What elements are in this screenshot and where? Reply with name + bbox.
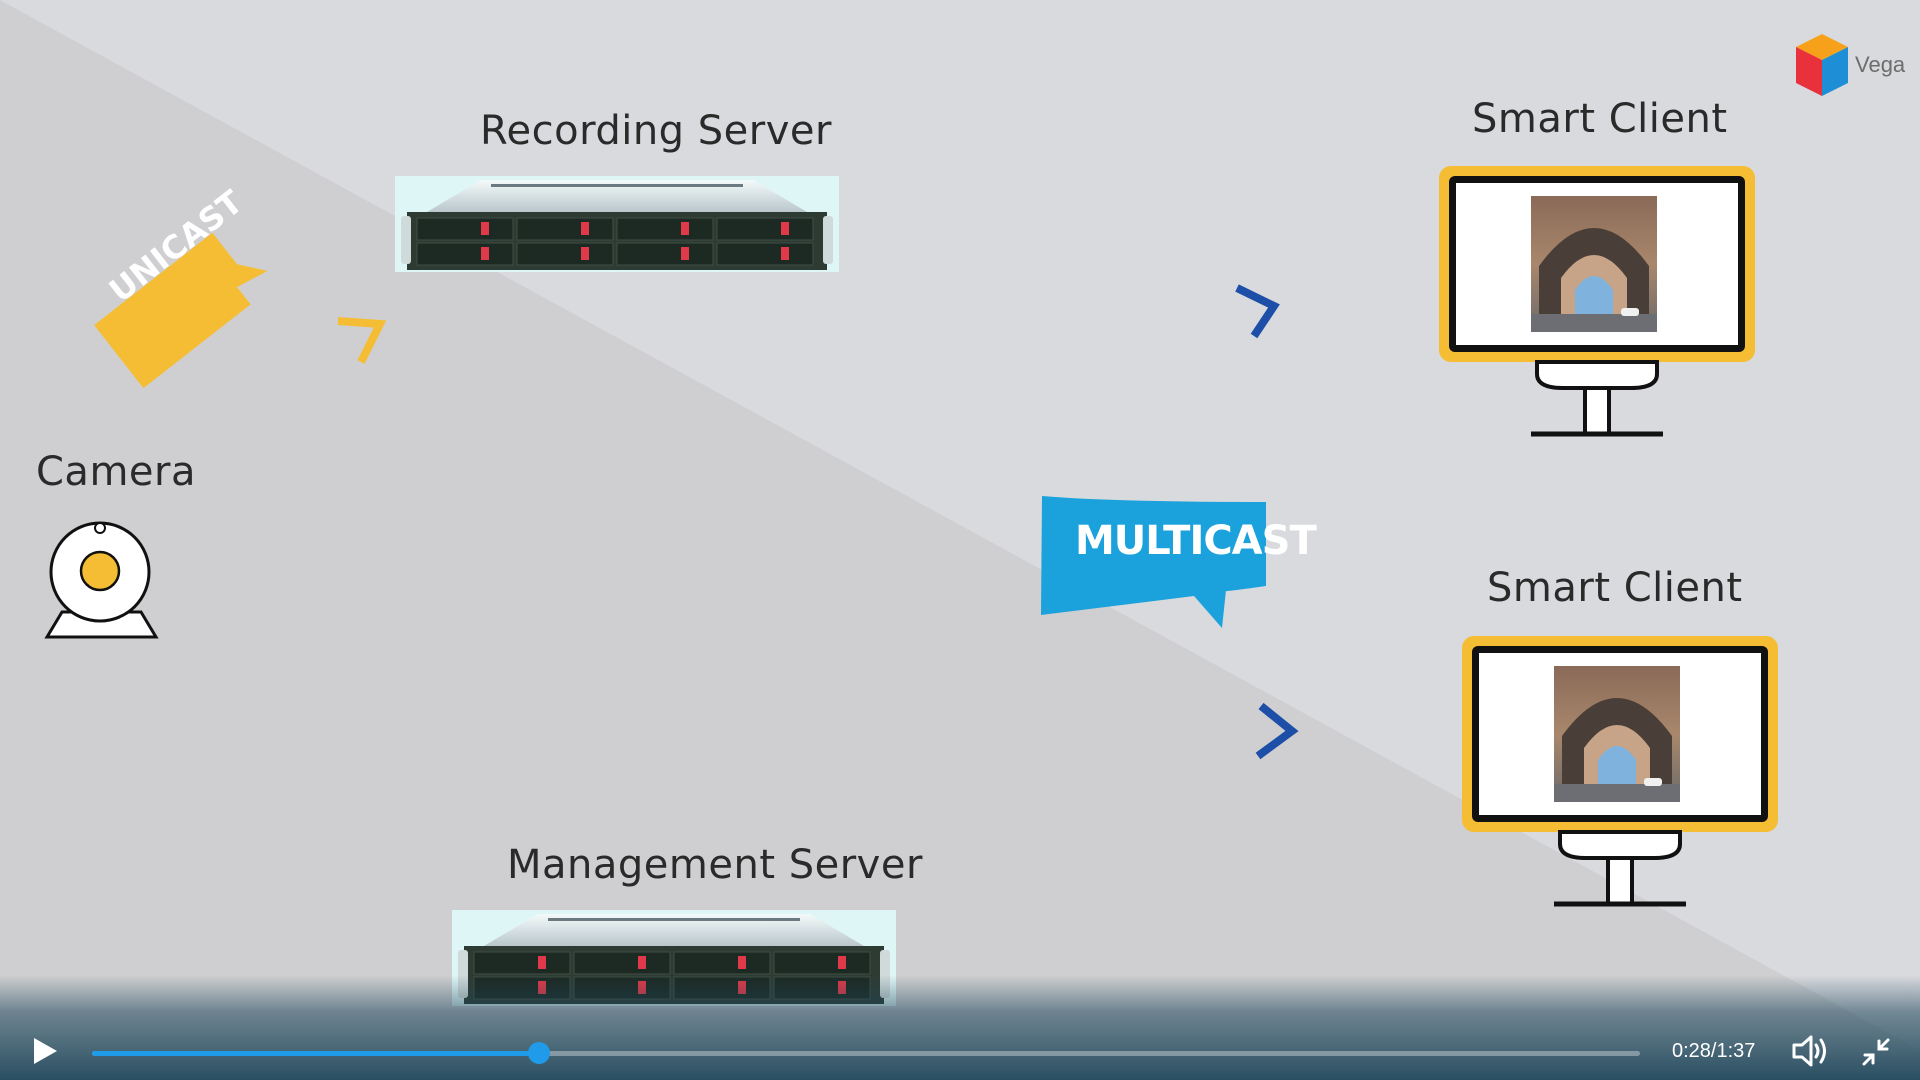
progress-fill: [92, 1051, 540, 1056]
exit-fullscreen-icon: [1862, 1038, 1890, 1066]
video-controls-bar: [0, 975, 1920, 1080]
multicast-bubble: [1041, 496, 1266, 628]
play-icon: [34, 1038, 57, 1064]
recording-server-image: [394, 175, 840, 273]
progress-bar[interactable]: [92, 1042, 1640, 1064]
exit-fullscreen-button[interactable]: [1860, 1036, 1892, 1068]
time-display: 0:28/1:37: [1672, 1040, 1756, 1062]
vega-logo-text: Vega: [1855, 52, 1906, 77]
camera-icon: [44, 521, 159, 639]
progress-handle[interactable]: [528, 1042, 551, 1064]
multicast-label: MULTICAST: [1075, 518, 1317, 564]
smart-client-bottom-label: Smart Client: [1487, 565, 1743, 611]
smart-client-top-label: Smart Client: [1472, 96, 1728, 142]
play-button[interactable]: [26, 1033, 62, 1069]
camera-label: Camera: [36, 449, 196, 495]
unicast-bubble: [94, 232, 268, 389]
volume-button[interactable]: [1790, 1034, 1830, 1068]
arrow-to-smart-client-top: [1235, 284, 1280, 339]
volume-icon: [1792, 1035, 1826, 1067]
arrow-to-smart-client-bottom: [1255, 702, 1299, 760]
arrow-to-recording-server: [337, 317, 387, 364]
vega-logo-icon: [1796, 34, 1848, 96]
management-server-label: Management Server: [507, 842, 923, 888]
recording-server-label: Recording Server: [480, 108, 832, 154]
